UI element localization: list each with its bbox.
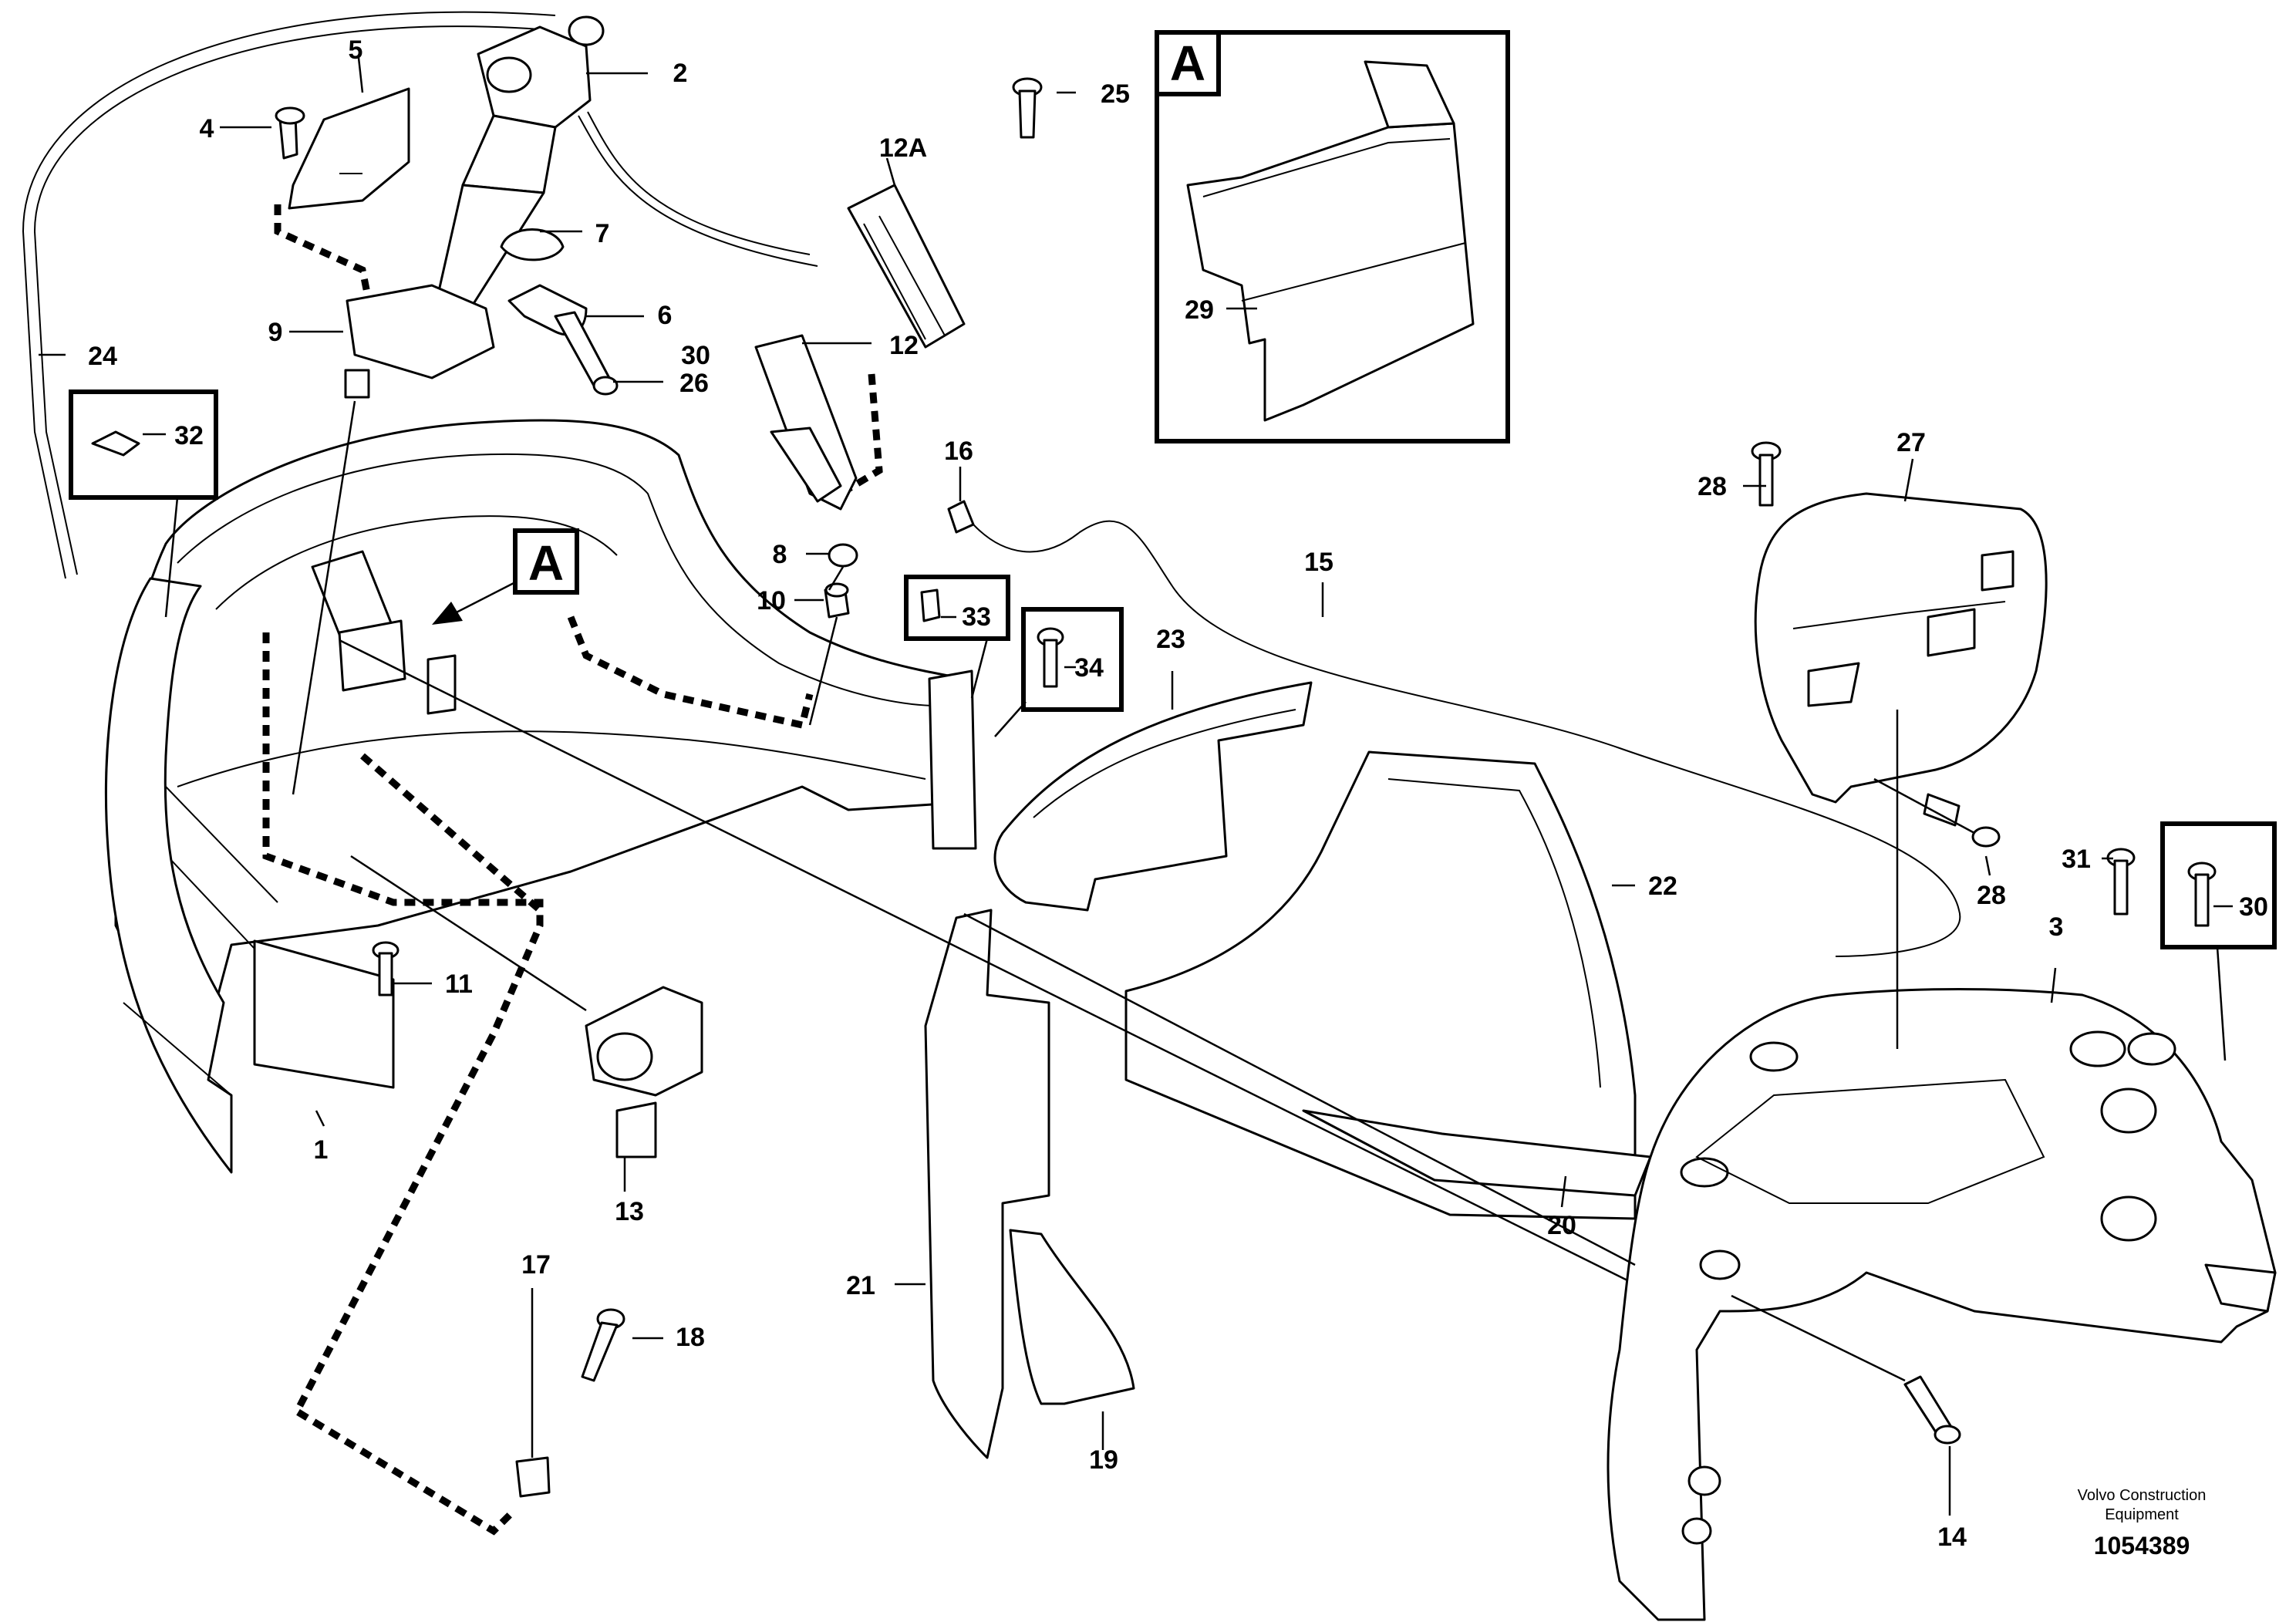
bolt-28-upper: [1751, 441, 1782, 507]
callout-18: 18: [676, 1323, 705, 1352]
callout-box-30: [2160, 821, 2277, 1061]
left-side-cover: [105, 577, 233, 1174]
bolt-25: [1012, 77, 1043, 139]
callout-32: 32: [174, 421, 204, 450]
callout-6: 6: [658, 301, 673, 330]
cable-15: [973, 520, 1961, 957]
dashboard-27: [1754, 492, 2048, 804]
callout-10: 10: [757, 586, 786, 615]
assembly-leaders: [339, 566, 1636, 1282]
dashed-assembly-lines: [262, 204, 883, 1536]
callout-1: 1: [314, 1135, 329, 1165]
callout-28-lower: 28: [1977, 881, 2006, 910]
panel-20: [1302, 1109, 1652, 1197]
detail-view-a: A: [1155, 30, 1510, 443]
cable-24: [22, 11, 556, 579]
callout-31: 31: [2062, 845, 2091, 874]
panel-21: [924, 909, 1050, 1459]
callout-box-32: [69, 389, 218, 618]
callout-leaders: [39, 57, 2233, 1516]
nut-9: [292, 369, 370, 795]
callout-11: 11: [445, 969, 473, 999]
callout-12a: 12A: [879, 133, 927, 163]
callout-30-box: 30: [2239, 892, 2268, 922]
bolt-14: [1731, 1294, 1961, 1445]
callout-box-33: [904, 575, 1010, 699]
callout-30-upper: 30: [681, 341, 710, 370]
bolt-11: [372, 941, 400, 996]
panel-23: [993, 681, 1313, 912]
callout-23: 23: [1156, 625, 1185, 654]
clamp-7: [500, 228, 565, 261]
clip-17: [515, 1456, 551, 1498]
credit-block: Volvo Construction Equipment 1054389: [2078, 1487, 2207, 1560]
callout-19: 19: [1089, 1445, 1118, 1475]
credit-line-1: Volvo Construction: [2078, 1487, 2207, 1504]
callout-29: 29: [1185, 295, 1214, 325]
console-3: [1607, 710, 2277, 1621]
steering-column: [346, 15, 818, 379]
callout-34: 34: [1074, 653, 1104, 683]
reference-number: 1054389: [2094, 1532, 2190, 1560]
callout-3: 3: [2049, 912, 2064, 942]
bolt-18: [581, 1308, 625, 1382]
panel-19: [1009, 1229, 1135, 1405]
callout-16: 16: [944, 437, 973, 466]
callout-33: 33: [962, 602, 991, 632]
clip-16: [947, 500, 975, 534]
callout-17: 17: [521, 1250, 551, 1280]
callout-24: 24: [88, 342, 117, 371]
callout-28-upper: 28: [1698, 472, 1727, 501]
pedal-pad-12a: [847, 184, 966, 349]
callout-7: 7: [595, 219, 610, 248]
bolt-26: [554, 311, 619, 396]
callout-12: 12: [889, 331, 919, 360]
nut-8: [828, 543, 858, 568]
callout-14: 14: [1937, 1523, 1967, 1552]
callout-27: 27: [1896, 428, 1926, 457]
credit-line-2: Equipment: [2105, 1506, 2179, 1523]
callout-4: 4: [200, 114, 214, 143]
callout-9: 9: [268, 318, 283, 347]
callout-13: 13: [615, 1197, 644, 1226]
callout-21: 21: [846, 1271, 875, 1300]
callout-20: 20: [1547, 1211, 1576, 1240]
bolt-4: [275, 106, 305, 160]
view-marker-a: A: [432, 528, 579, 625]
detail-view-a-label: A: [1170, 35, 1205, 91]
floor-panel: [114, 419, 977, 1089]
view-marker-a-label: A: [528, 535, 564, 591]
bracket-5: [288, 87, 410, 210]
callout-8: 8: [773, 540, 787, 569]
callout-box-34: [994, 607, 1124, 737]
callout-labels: 1 2 3 4 5 6 7 8 9 10 11 12 12A 13 14 15 …: [88, 35, 2268, 1552]
callout-2: 2: [673, 59, 688, 88]
callout-5: 5: [349, 35, 363, 65]
callout-26: 26: [679, 369, 709, 398]
valve-13: [350, 855, 703, 1158]
callout-15: 15: [1304, 548, 1333, 577]
callout-22: 22: [1648, 872, 1677, 901]
callout-25: 25: [1101, 79, 1130, 109]
pedal-12: [754, 334, 858, 511]
bolt-28-lower: [1873, 777, 2001, 848]
